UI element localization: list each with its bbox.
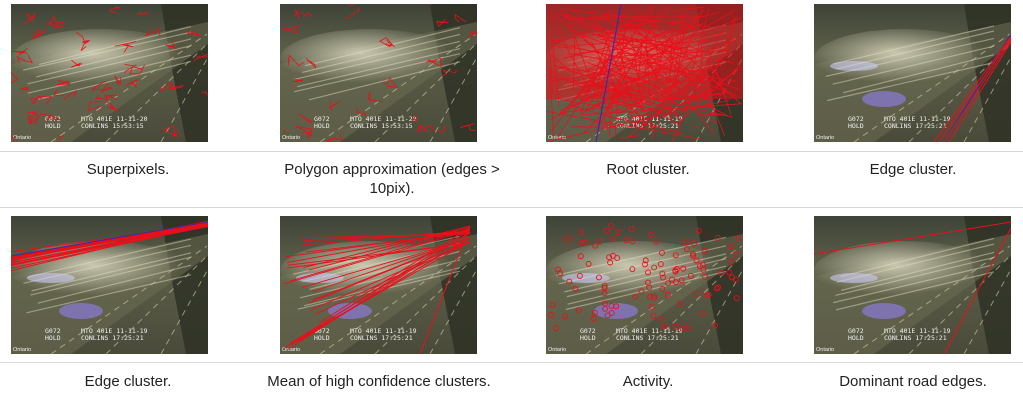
svg-text:CONLINS 17:25:21: CONLINS 17:25:21	[350, 334, 413, 342]
svg-text:G072: G072	[314, 115, 330, 123]
svg-text:MTO 401E 11-11-20: MTO 401E 11-11-20	[350, 115, 417, 123]
svg-text:MTO 401E 11-11-19: MTO 401E 11-11-19	[884, 115, 951, 123]
svg-text:HOLD: HOLD	[45, 122, 61, 130]
svg-text:Ontario: Ontario	[548, 347, 566, 353]
overlay-activity	[548, 223, 742, 332]
figure-caption: Activity.	[622, 373, 674, 390]
figure-caption: Edge cluster.	[869, 161, 957, 178]
figure-caption: Root cluster.	[606, 161, 690, 178]
svg-text:MTO 401E 11-11-19: MTO 401E 11-11-19	[81, 327, 148, 335]
svg-text:MTO 401E 11-11-20: MTO 401E 11-11-20	[81, 115, 148, 123]
svg-text:G072: G072	[580, 327, 596, 335]
svg-text:Ontario: Ontario	[13, 135, 31, 141]
svg-text:CONLINS 17:25:21: CONLINS 17:25:21	[81, 334, 144, 342]
svg-text:Ontario: Ontario	[13, 347, 31, 353]
svg-text:CONLINS 17:25:21: CONLINS 17:25:21	[616, 122, 679, 130]
svg-text:Ontario: Ontario	[816, 347, 834, 353]
svg-text:HOLD: HOLD	[314, 334, 330, 342]
divider	[0, 362, 1023, 363]
overlay-edge-right	[933, 33, 1011, 142]
svg-text:G072: G072	[848, 115, 864, 123]
divider	[0, 151, 1023, 152]
overlay-superpixels	[11, 6, 208, 142]
svg-text:Ontario: Ontario	[816, 135, 834, 141]
overlay-root	[546, 4, 743, 142]
svg-text:G072: G072	[45, 327, 61, 335]
figure-caption: Polygon approximation (edges > 10pix).	[284, 161, 500, 197]
svg-text:MTO 401E 11-11-19: MTO 401E 11-11-19	[616, 327, 683, 335]
svg-text:Ontario: Ontario	[548, 135, 566, 141]
figure-caption: Mean of high confidence clusters.	[267, 373, 491, 390]
overlay-edge-left	[11, 220, 208, 272]
figure-caption: Dominant road edges.	[839, 373, 987, 390]
svg-text:CONLINS 15:53:15: CONLINS 15:53:15	[350, 122, 413, 130]
svg-text:MTO 401E 11-11-19: MTO 401E 11-11-19	[350, 327, 417, 335]
svg-text:Ontario: Ontario	[282, 347, 300, 353]
svg-text:HOLD: HOLD	[580, 334, 596, 342]
overlay-dominant	[814, 221, 1011, 354]
divider	[0, 207, 1023, 208]
svg-text:CONLINS 17:25:21: CONLINS 17:25:21	[884, 122, 947, 130]
svg-text:HOLD: HOLD	[848, 334, 864, 342]
svg-text:MTO 401E 11-11-19: MTO 401E 11-11-19	[884, 327, 951, 335]
figure-caption: Superpixels.	[86, 161, 170, 178]
svg-text:HOLD: HOLD	[45, 334, 61, 342]
figure-caption: Edge cluster.	[84, 373, 172, 390]
svg-text:CONLINS 17:25:21: CONLINS 17:25:21	[616, 334, 679, 342]
svg-text:CONLINS 17:25:21: CONLINS 17:25:21	[884, 334, 947, 342]
svg-text:G072: G072	[314, 327, 330, 335]
overlay-mean	[283, 225, 471, 354]
svg-text:HOLD: HOLD	[848, 122, 864, 130]
overlay-polygons	[282, 4, 477, 142]
svg-text:CONLINS 15:53:15: CONLINS 15:53:15	[81, 122, 144, 130]
svg-text:HOLD: HOLD	[314, 122, 330, 130]
svg-text:G072: G072	[848, 327, 864, 335]
svg-text:Ontario: Ontario	[282, 135, 300, 141]
